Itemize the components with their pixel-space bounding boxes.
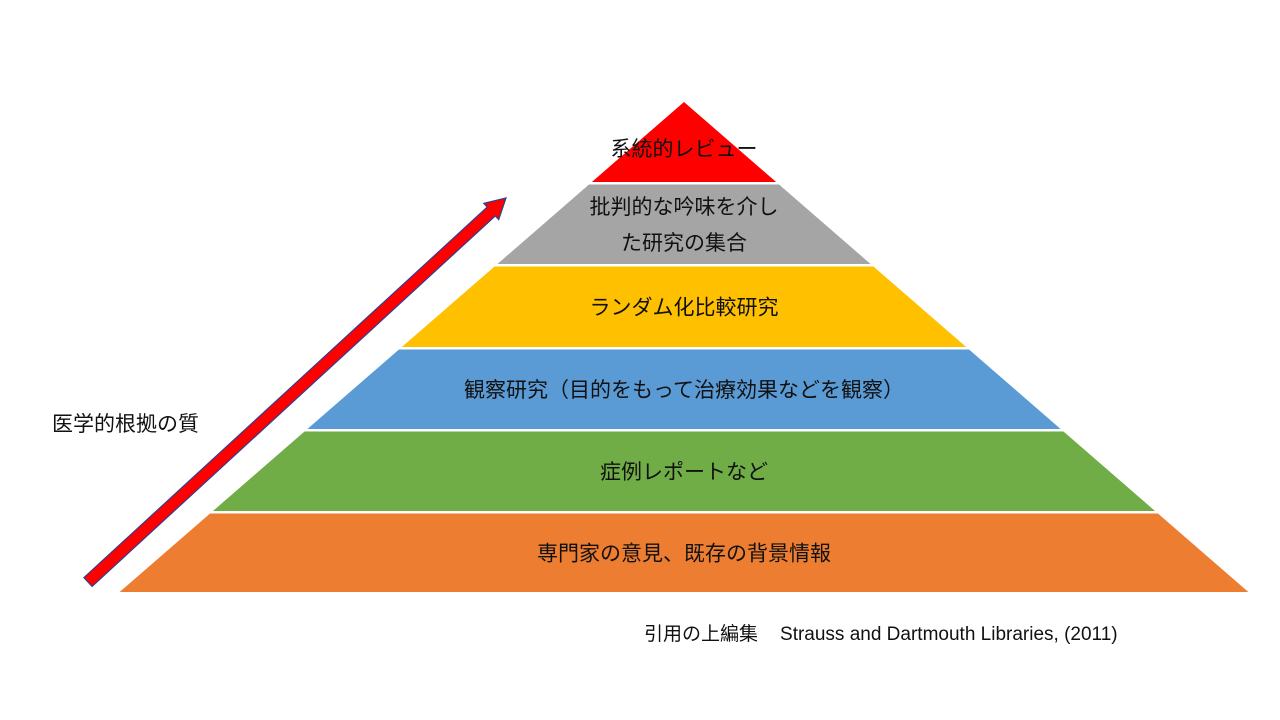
pyramid-layer-2: [497, 184, 871, 264]
quality-axis-label: 医学的根拠の質: [52, 412, 199, 436]
pyramid-layer-6: [119, 513, 1249, 592]
pyramid-layer-label: 専門家の意見、既存の背景情報: [537, 542, 831, 566]
pyramid-layer-label: 批判的な吟味を介し: [590, 195, 779, 219]
pyramid-layer-label: ランダム化比較研究: [590, 296, 779, 320]
pyramid-layer-5: [212, 431, 1156, 511]
citation-prefix: 引用の上編集: [644, 623, 759, 645]
pyramid-layer-3: [401, 266, 967, 347]
pyramid-layer-label: 系統的レビュー: [611, 137, 758, 161]
pyramid-layer-label: た研究の集合: [621, 231, 747, 255]
citation: 引用の上編集 Strauss and Dartmouth Libraries, (…: [644, 619, 1118, 646]
quality-arrow: [83, 197, 507, 588]
pyramid-layer-label: 症例レポートなど: [600, 460, 768, 484]
pyramid-layer-label: 観察研究（目的をもって治療効果などを観察）: [464, 378, 904, 402]
citation-source: Strauss and Dartmouth Libraries, (2011): [780, 624, 1118, 645]
pyramid-layer-4: [307, 349, 1061, 429]
pyramid-layer-1: [591, 102, 777, 182]
